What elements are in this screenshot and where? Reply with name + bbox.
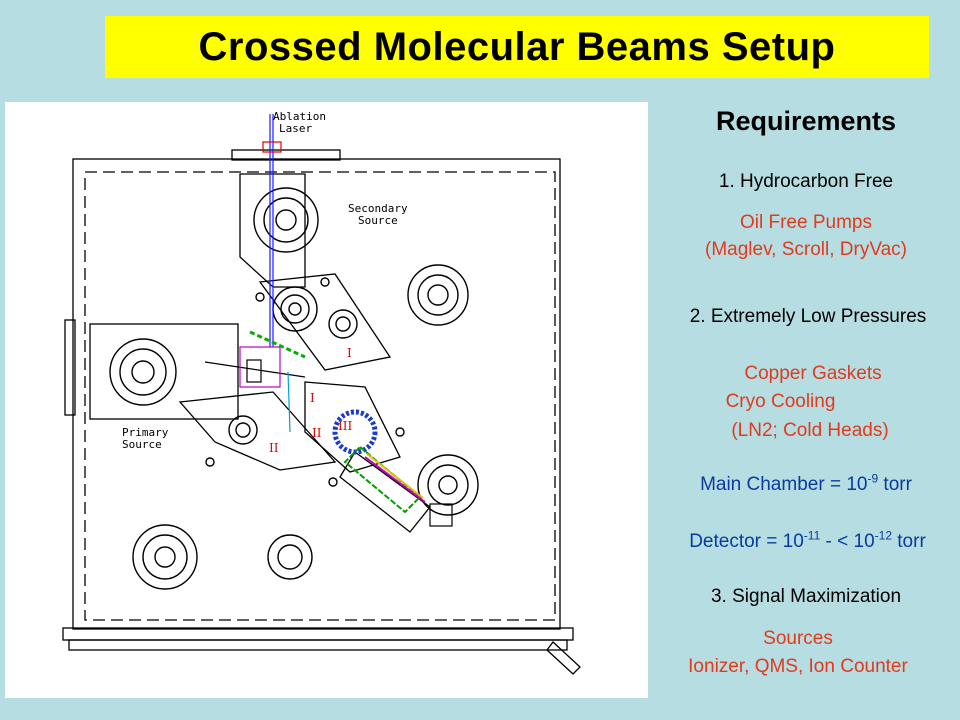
chamber-inner-dashed — [84, 171, 556, 621]
label-roman-1a: I — [347, 346, 352, 360]
top-flange — [231, 149, 341, 161]
requirement-3-detail-line1: Sources — [763, 628, 833, 649]
detector-magenta — [364, 456, 426, 503]
ablation-label-line1: Ablation — [273, 110, 326, 123]
primary-source-housing — [89, 323, 239, 420]
main-chamber-exponent: -9 — [867, 471, 879, 486]
secondary-label-line1: Secondary — [348, 202, 408, 215]
base-handle — [546, 641, 581, 675]
base-rail-bottom — [68, 639, 568, 651]
label-roman-3: III — [338, 419, 352, 433]
detector-pressure: Detector = 10-11 - < 10-12 torr — [655, 528, 960, 553]
requirement-2-detail-line3: (LN2; Cold Heads) — [731, 420, 889, 441]
secondary-beam-line — [249, 330, 306, 359]
pump-left-small — [228, 415, 258, 445]
apparatus-diagram: Ablation Laser Secondary Source Primary … — [5, 102, 648, 698]
detector-green — [343, 445, 422, 514]
base-rail-top — [62, 627, 574, 641]
left-port — [64, 319, 76, 416]
requirement-3-detail-line2: Ionizer, QMS, Ion Counter — [688, 656, 908, 677]
pump-secondary — [253, 187, 319, 253]
pump-bottom-right — [267, 534, 313, 580]
detector-ionizer — [429, 503, 453, 527]
interaction-region — [239, 346, 281, 388]
pump-top-right — [407, 264, 469, 326]
main-chamber-suffix: torr — [878, 474, 912, 495]
pump-detector — [417, 454, 479, 516]
laser-window — [262, 141, 282, 153]
requirement-2: 2. Extremely Low Pressures — [689, 306, 927, 327]
detector-yellow — [366, 453, 424, 499]
center-beam-line — [287, 371, 291, 433]
primary-label-line2: Source — [122, 438, 162, 451]
secondary-source-housing — [239, 173, 306, 288]
page-title: Crossed Molecular Beams Setup — [198, 24, 836, 69]
pump-primary — [109, 338, 177, 406]
requirement-2-detail-line2: Cryo Cooling — [725, 391, 836, 412]
detector-exponent-2: -12 — [874, 528, 892, 543]
requirement-1-detail-line1: Oil Free Pumps — [740, 212, 872, 233]
secondary-label-line2: Source — [358, 214, 398, 227]
requirement-1-detail-line2: (Maglev, Scroll, DryVac) — [705, 239, 907, 260]
detector-suffix: torr — [892, 531, 926, 552]
pump-bottom-left — [132, 524, 198, 590]
detector-prefix: Detector = 10 — [689, 531, 804, 552]
ablation-label-line2: Laser — [279, 122, 312, 135]
requirements-heading: Requirements — [715, 106, 897, 136]
detector-middle: - < 10 — [820, 531, 875, 552]
main-chamber-pressure: Main Chamber = 10-9 torr — [656, 471, 956, 496]
label-roman-2b: II — [312, 426, 322, 440]
main-chamber-prefix: Main Chamber = 10 — [700, 474, 868, 495]
requirement-3: 3. Signal Maximization — [710, 586, 902, 607]
primary-sector — [178, 391, 337, 471]
title-banner: Crossed Molecular Beams Setup — [105, 16, 929, 78]
chamber-outer-wall — [72, 158, 561, 630]
secondary-arm — [258, 273, 392, 371]
primary-beam-line — [204, 361, 306, 378]
detector-ring — [332, 409, 378, 455]
apparatus-drawing: Ablation Laser Secondary Source Primary … — [62, 110, 581, 675]
requirement-1: 1. Hydrocarbon Free — [718, 171, 894, 192]
pump-right-small — [328, 309, 358, 339]
detector-body — [339, 451, 431, 533]
label-roman-1b: I — [310, 391, 315, 405]
requirement-2-detail-line1: Copper Gaskets — [744, 363, 882, 384]
primary-label-line1: Primary — [122, 426, 169, 439]
detector-exponent-1: -11 — [803, 528, 821, 543]
label-roman-2a: II — [269, 441, 279, 455]
interaction-block — [246, 359, 262, 383]
